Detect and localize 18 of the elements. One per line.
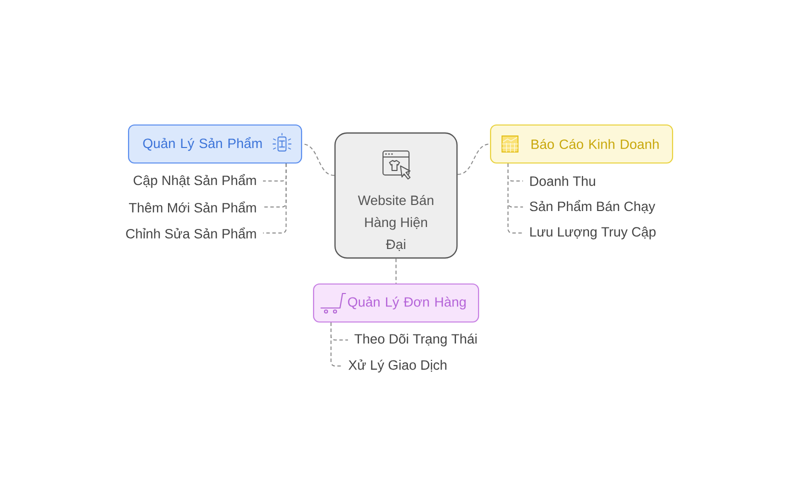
- branch-text: Sản Phẩm Bán Chạy: [530, 200, 656, 214]
- dashed-connector: [302, 144, 335, 176]
- dashed-connector: [396, 258, 397, 284]
- topic-box: Báo Cáo Kinh Doanh: [490, 124, 674, 164]
- dashed-connector: [330, 322, 342, 366]
- branch-text: Cập Nhật Sản Phẩm: [134, 174, 256, 188]
- branch-text: Lưu Lượng Truy Cập: [530, 226, 656, 240]
- branch-text: Chỉnh Sửa Sản Phẩm: [126, 227, 256, 238]
- topic-box: Quản Lý Đơn Hàng: [313, 283, 480, 323]
- central-box: Website Bán Hàng Hiện Đại: [334, 132, 458, 259]
- dashed-connector: [508, 163, 524, 234]
- branch-text: Theo Dõi Trạng Thái: [354, 334, 477, 346]
- branch-text: Doanh Thu: [530, 176, 596, 186]
- topic-box: Quản Lý Sản Phẩm: [128, 124, 302, 164]
- branch-text: Xử Lý Giao Dịch: [348, 360, 446, 372]
- dashed-connector: [262, 163, 287, 234]
- branch-text: Thêm Mới Sản Phẩm: [128, 201, 256, 212]
- dashed-connector: [457, 144, 490, 175]
